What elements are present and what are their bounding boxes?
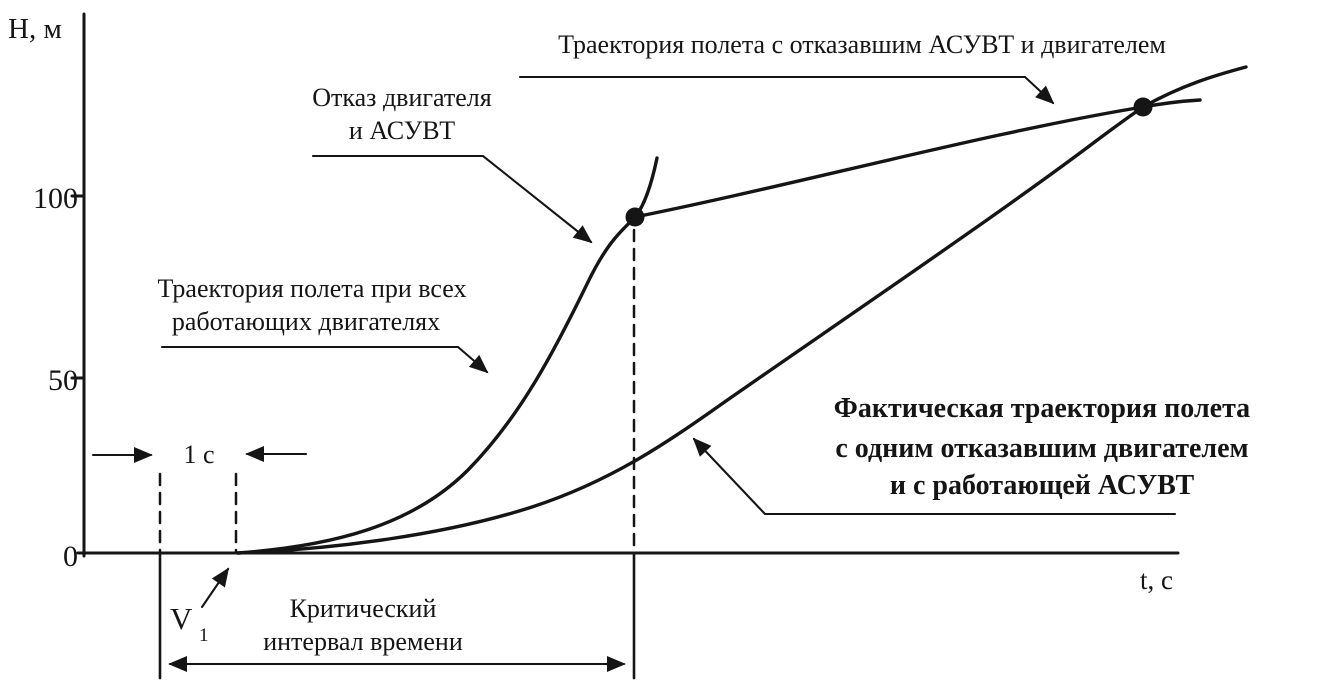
label-one-second: 1 с: [183, 440, 214, 469]
label-actual-line3: и с работающей АСУВТ: [890, 470, 1195, 501]
label-critical-line1: Критический: [290, 594, 437, 623]
label-actual-line1: Фактическая траектория полета: [834, 393, 1250, 424]
v1-arrow: [200, 567, 230, 609]
label-engine-failure-line1: Отказ двигателя: [312, 83, 492, 112]
y-tick-label-0: 0: [63, 540, 78, 573]
y-axis-label: Н, м: [8, 13, 62, 45]
y-tick-label-50: 50: [48, 364, 78, 397]
label-all-engines-line1: Траектория полета при всех: [158, 274, 467, 303]
leader-all-engines: [160, 345, 489, 374]
label-all-engines-line2: работающих двигателях: [172, 307, 440, 336]
label-traj-failed: Траектория полета с отказавшим АСУВТ и д…: [558, 30, 1166, 59]
leader-traj-failed: [518, 75, 1055, 105]
leader-engine-failure: [311, 154, 593, 244]
x-axis-label: t, с: [1140, 565, 1173, 595]
text-labels: Н, м 100 50 0 t, с Траектория полета с о…: [8, 13, 1250, 656]
curve-all-engines: [236, 156, 659, 555]
leader-lines: [91, 75, 1177, 672]
label-actual-line2: с одним отказавшим двигателем: [835, 433, 1248, 464]
label-v1-subscript: 1: [199, 625, 209, 646]
label-engine-failure-line2: и АСУВТ: [349, 116, 455, 145]
curves: [236, 65, 1248, 555]
curve-failed-asuvt-and-engine: [633, 98, 1202, 219]
event-dot-failure: [625, 207, 645, 227]
construction-lines: [158, 228, 636, 680]
label-v1-base: V: [170, 601, 193, 636]
y-tick-label-100: 100: [33, 182, 78, 215]
leader-actual-trajectory: [692, 437, 1177, 516]
label-critical-line2: интервал времени: [263, 627, 463, 656]
event-dot-intersection: [1133, 97, 1153, 117]
